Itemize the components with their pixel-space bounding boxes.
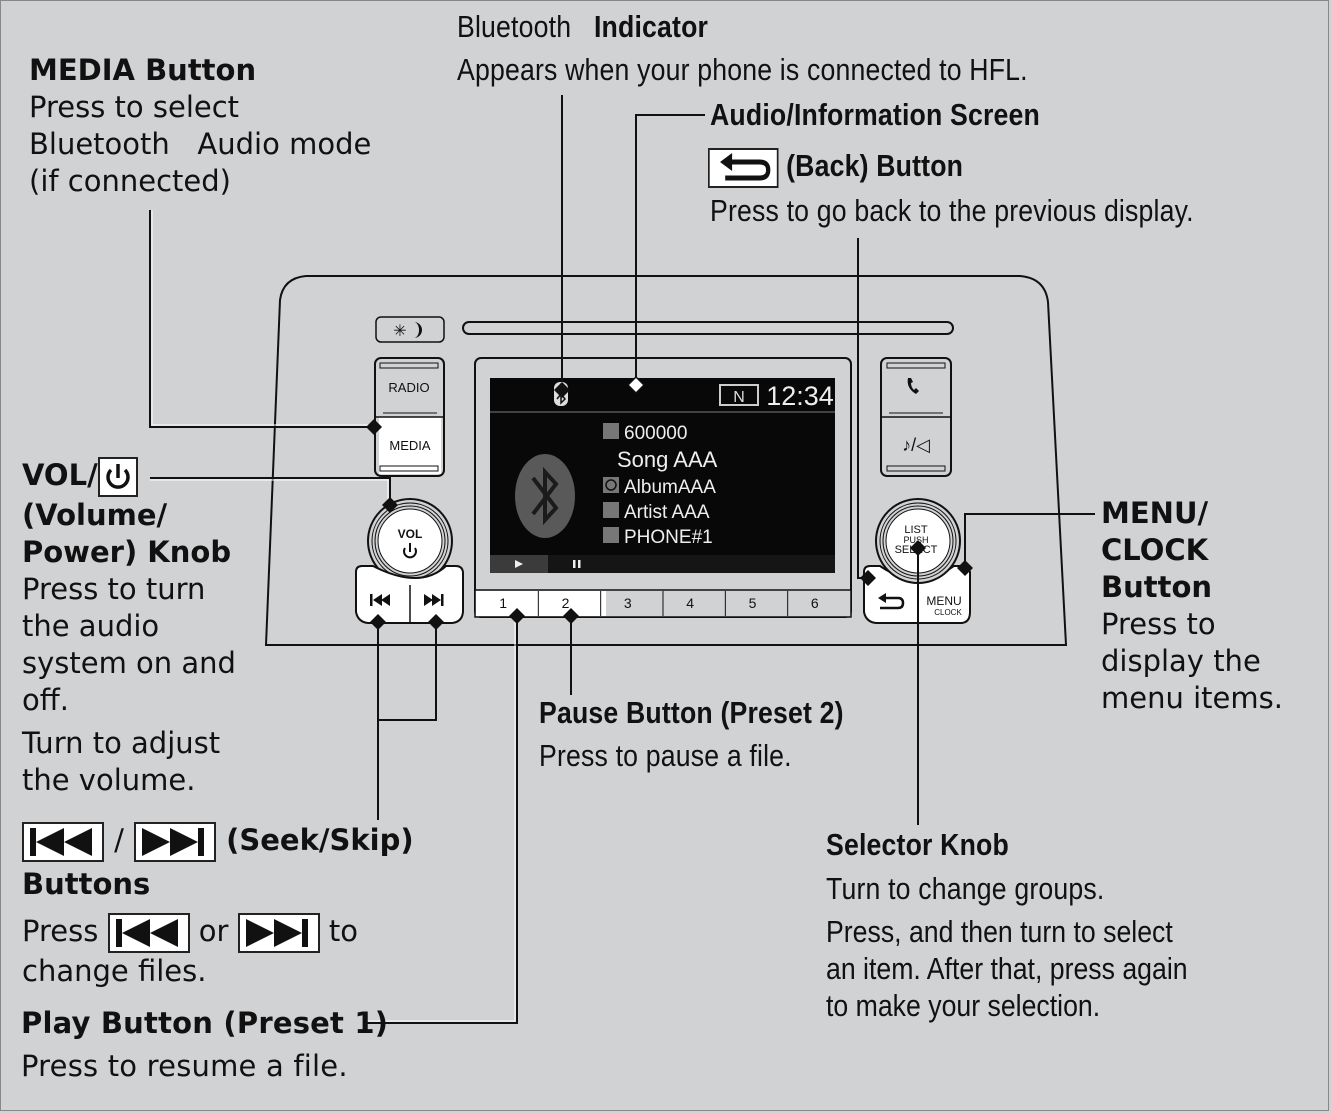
menu-desc-line: display the [1101,644,1261,678]
seek-desc-line2: change files. [22,954,207,988]
callout-markers [366,375,973,630]
skip-forward-icon [424,594,444,606]
menu-title-line: Button [1101,570,1213,604]
menu-title-line: MENU/ [1101,496,1209,530]
vol-desc-line: system on and [22,646,236,680]
song-title: Song AAA [617,447,718,472]
selector-knob-desc1: Turn to change groups. [826,871,1105,906]
seek-desc-to: to [328,914,358,948]
seek-back-icon [370,594,390,606]
seek-skip-title-line2: Buttons [22,867,151,901]
pause-button-title: Pause Button (Preset 2) [539,695,844,730]
bluetooth-indicator-title: Bluetooth Indicator [457,8,708,45]
selector-desc-line: Press, and then turn to select [826,914,1173,949]
preset-button-6[interactable]: 6 [811,595,819,611]
day-night-button [375,316,445,343]
seek-skip-desc-row: Press or to [22,913,414,953]
select-label[interactable]: SELECT [895,544,938,556]
mode-badge: N [733,389,745,406]
seek-skip-callout: / (Seek/Skip) Buttons Press or to change… [22,822,414,990]
back-button-desc: Press to go back to the previous display… [710,193,1194,228]
back-button-title: (Back) Button [786,148,964,183]
preset-button-3[interactable]: 3 [624,595,632,611]
seek-back-icon [107,913,190,953]
vol-desc-line: Press to turn [22,572,206,606]
media-desc-line: (if connected) [29,164,231,198]
vol-desc-line: off. [22,683,69,717]
phone-name: PHONE#1 [624,527,713,548]
seek-skip-title: (Seek/Skip) [226,823,414,857]
vol-knob [367,498,453,584]
album-name: AlbumAAA [624,477,716,498]
push-label: PUSH [903,535,928,545]
seek-separator: / [114,823,124,857]
selector-desc-line: to make your selection. [826,988,1101,1023]
clock-time: 12:34 [766,381,834,411]
media-button-callout: MEDIA Button Press to select Bluetooth A… [29,52,371,200]
track-icon [603,423,619,439]
preset-button-2[interactable]: 2 [562,595,570,611]
skip-forward-icon [237,913,320,953]
vol-desc-line: the audio [22,609,160,643]
mode-badge-box [719,384,759,406]
vol-title-line: Power) Knob [22,535,232,569]
media-desc-line: Bluetooth Audio mode [29,127,372,161]
vol-power-icon [403,543,417,559]
vol-knob-callout: VOL/ (Volume/ Power) Knob Press to turn … [22,457,236,799]
vol-title-prefix: VOL/ [22,458,98,492]
selector-knob-title: Selector Knob [826,827,1009,862]
menu-desc-line: menu items. [1101,681,1283,715]
menu-label[interactable]: MENU [926,594,961,608]
phone-icon [603,527,619,543]
vol-desc-line: the volume. [22,763,196,797]
sun-moon-icon: ✳ [393,322,422,340]
preset-button-5[interactable]: 5 [749,595,757,611]
menu-desc-line: Press to [1101,607,1216,641]
artist-name: Artist AAA [624,502,710,523]
preset-button-4[interactable]: 4 [686,595,694,611]
bluetooth-large-icon [515,454,575,538]
media-button-title: MEDIA Button [29,53,257,87]
media-desc-line: Press to select [29,90,240,124]
back-button-title-row: (Back) Button [708,147,963,188]
svg-text:✳: ✳ [393,323,406,340]
selector-desc-line: an item. After that, press again [826,951,1188,986]
phone-icon-button [907,378,919,394]
seek-desc-press: Press [22,914,99,948]
seek-back-icon [22,822,104,862]
vol-desc-line: Turn to adjust [22,726,221,760]
media-label[interactable]: MEDIA [389,438,431,453]
vol-label[interactable]: VOL [398,527,423,541]
skip-forward-icon [134,822,216,862]
indicator-label: Indicator [593,9,709,44]
list-label[interactable]: LIST [904,524,928,536]
play-button-desc: Press to resume a file. [21,1049,348,1083]
preset-button-1[interactable]: 1 [499,595,507,611]
selector-knob-desc2: Press, and then turn to select an item. … [826,913,1188,1024]
disc-slot [462,321,954,335]
menu-clock-callout: MENU/ CLOCK Button Press to display the … [1101,495,1283,717]
menu-title-line: CLOCK [1101,533,1209,567]
bluetooth-label: Bluetooth [457,9,572,44]
power-icon [97,457,138,497]
vol-title-line: (Volume/ [22,498,168,532]
back-arrow-icon [708,147,779,188]
track-number: 600000 [624,423,687,444]
radio-label[interactable]: RADIO [388,380,429,395]
seek-desc-or: or [198,914,229,948]
leader-lines [149,95,1095,1024]
play-button-title: Play Button (Preset 1) [21,1006,389,1040]
screen-play-icon [515,560,523,568]
clock-label[interactable]: CLOCK [934,608,962,617]
pause-button-desc: Press to pause a file. [539,738,792,773]
screen-pause-icon [573,560,581,568]
vol-knob-title-row: VOL/ [22,457,236,497]
seek-skip-title-row: / (Seek/Skip) [22,822,414,862]
music-speaker-icon: ♪/◁ [902,435,930,455]
bluetooth-indicator-desc: Appears when your phone is connected to … [457,52,1028,87]
back-button-icon [878,593,905,610]
audio-screen-title: Audio/Information Screen [710,97,1040,132]
artist-icon [603,502,619,518]
